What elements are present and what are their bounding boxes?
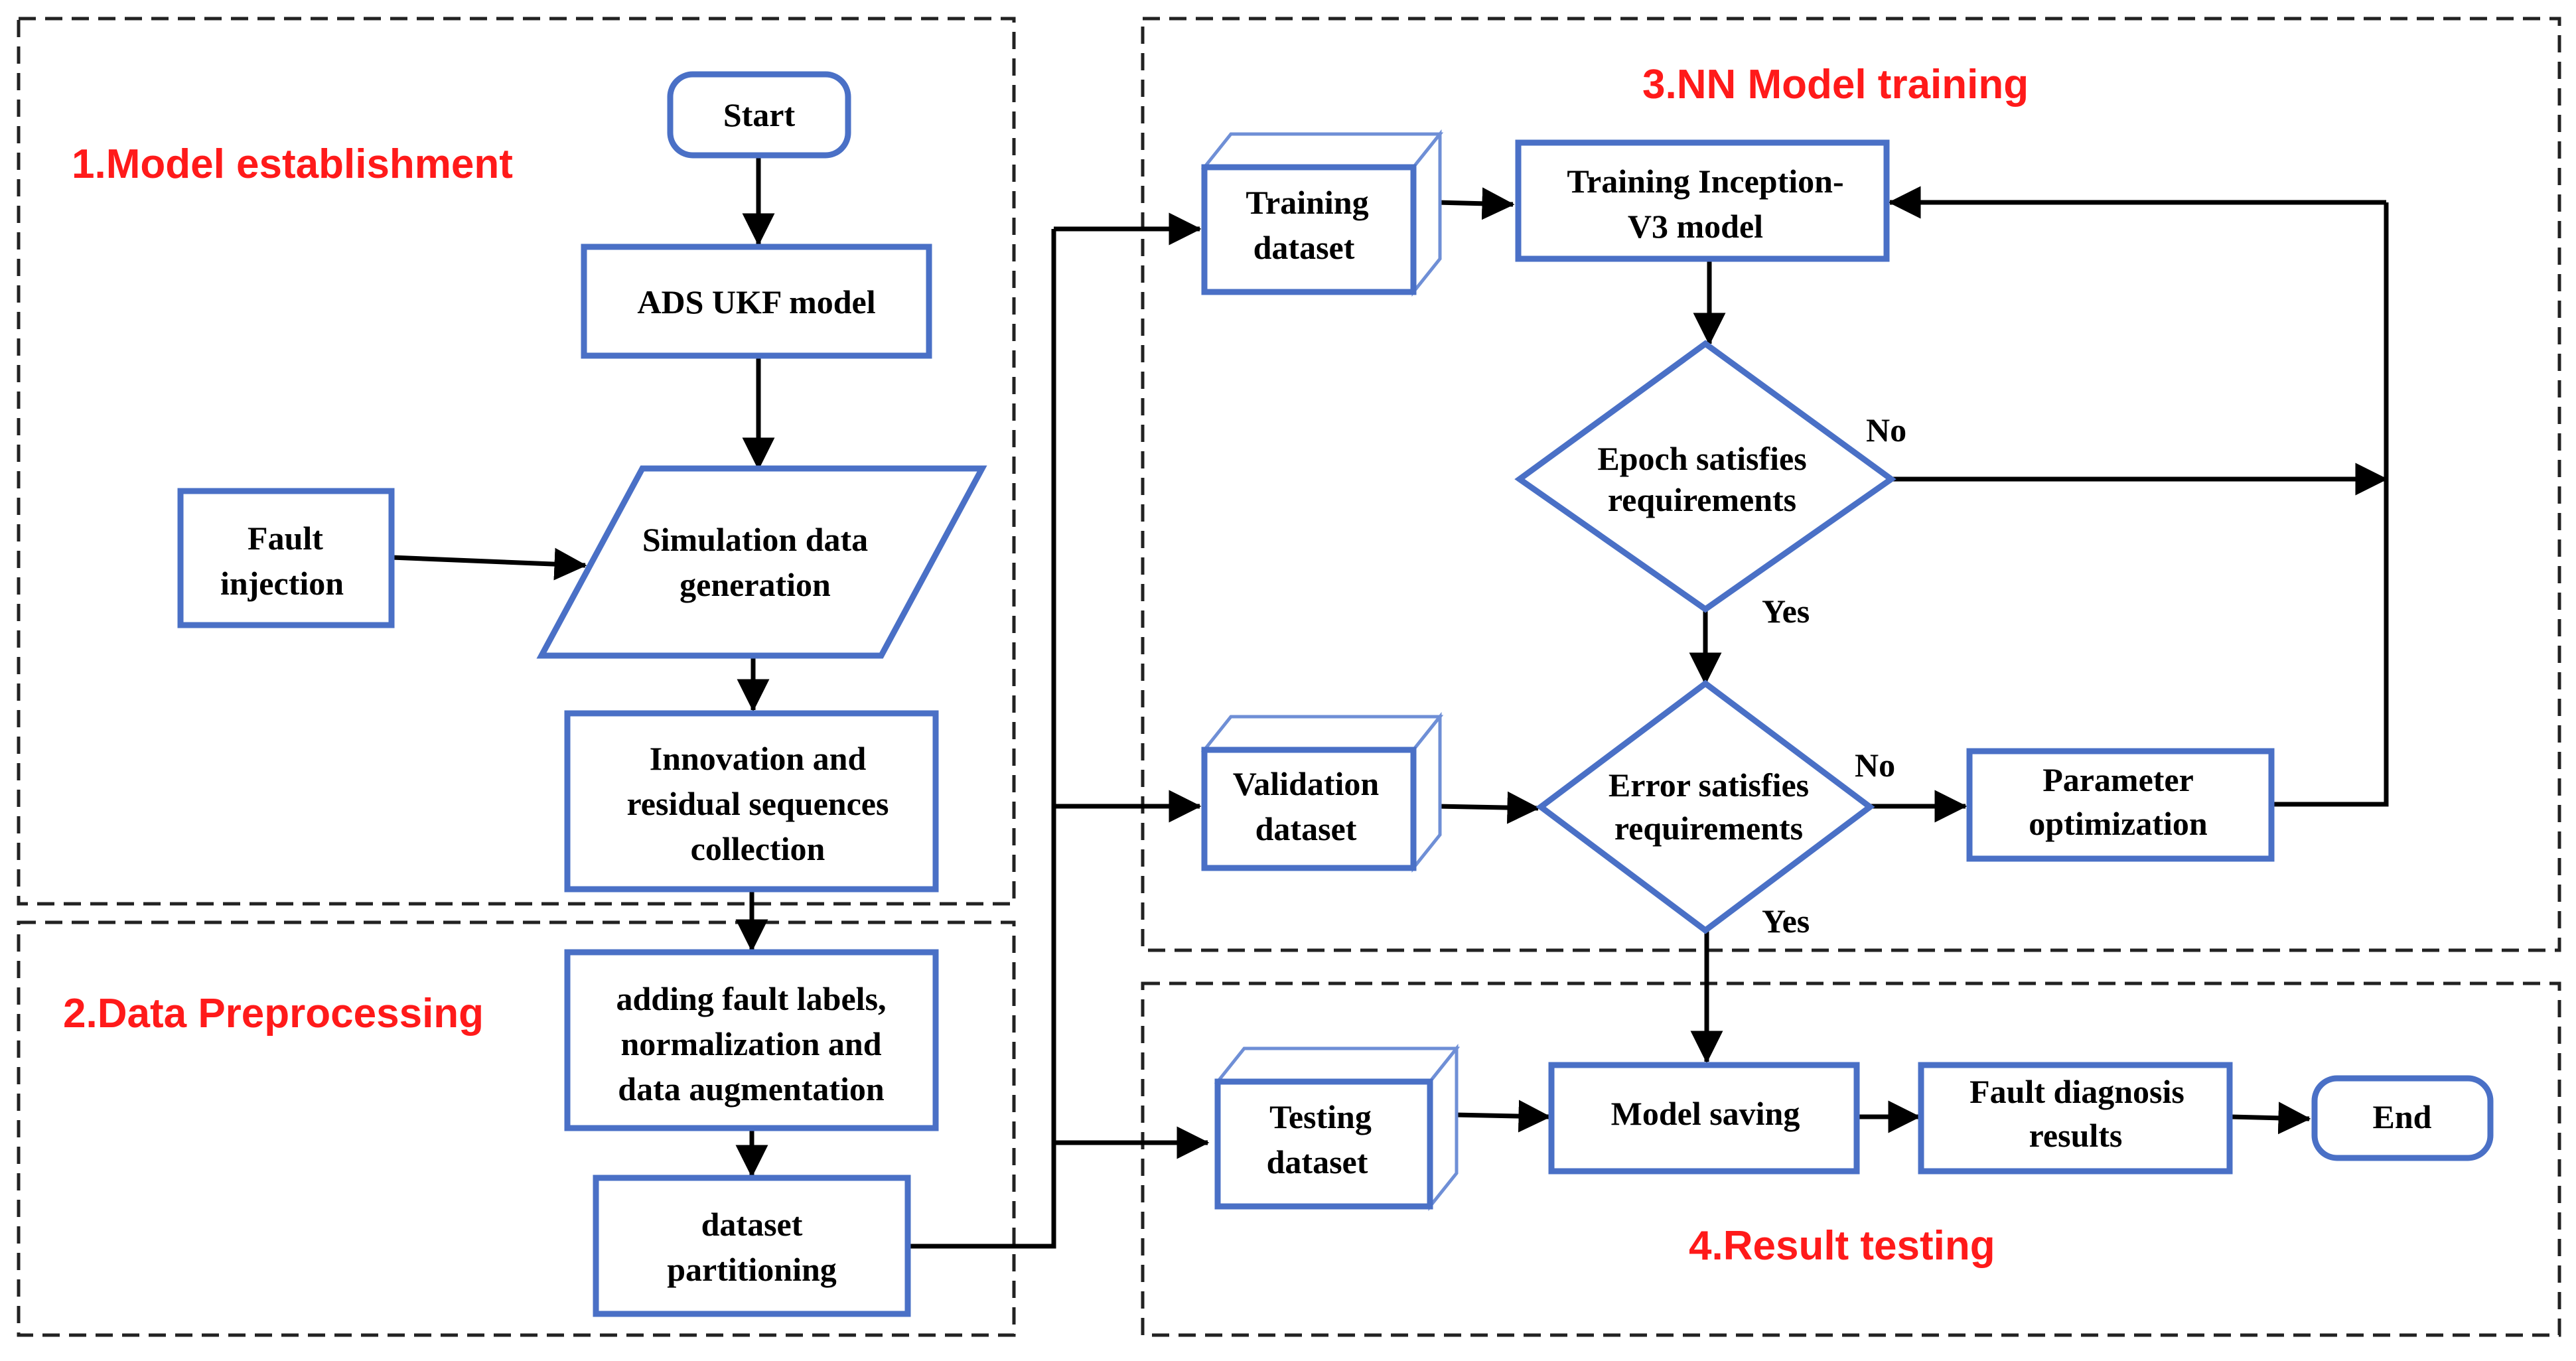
node-testing-dataset-line1: Testing [1269, 1098, 1372, 1135]
connectors [391, 154, 2389, 1249]
section-frame-result-testing [1141, 981, 2561, 1337]
node-parameter-optimization: Parameter optimization [1966, 748, 2275, 862]
node-partition-line1: dataset [701, 1206, 803, 1243]
node-end: End [2311, 1075, 2494, 1161]
arrow-fault-to-simulation [391, 547, 587, 581]
node-training-dataset: Training dataset [1200, 129, 1444, 297]
section-frame-model-establishment [17, 17, 1016, 906]
node-fault-diagnosis-results: Fault diagnosis results [1918, 1062, 2233, 1175]
node-end-label: End [2373, 1098, 2432, 1135]
line-feedback-rail [2273, 202, 2389, 807]
node-innovation-line2: residual sequences [627, 785, 889, 822]
node-ads-ukf-model: ADS UKF model [581, 244, 932, 359]
node-preprocess-line2: normalization and [620, 1025, 881, 1062]
node-preprocessing-steps: adding fault labels, normalization and d… [564, 949, 939, 1131]
node-model-saving-label: Model saving [1611, 1095, 1800, 1132]
branch-label-epoch-no: No [1866, 411, 1906, 449]
node-simulation-line1: Simulation data [642, 521, 868, 558]
node-fault-injection: Fault injection [177, 488, 395, 628]
node-validation-dataset-line1: Validation [1233, 765, 1380, 802]
node-error-line1: Error satisfies [1609, 766, 1809, 804]
node-epoch-line1: Epoch satisfies [1597, 440, 1806, 477]
node-training-model-line1: Training Inception- [1567, 163, 1843, 200]
node-simulation-line2: generation [680, 566, 831, 603]
section-frame-data-preprocessing [17, 920, 1016, 1337]
section-title-model-establishment: 1.Model establishment [72, 141, 513, 187]
node-error-line2: requirements [1614, 810, 1803, 847]
node-preprocess-line3: data augmentation [618, 1070, 885, 1108]
node-fault-injection-line2: injection [220, 565, 344, 602]
node-innovation-line1: Innovation and [650, 740, 867, 777]
node-dataset-partitioning: dataset partitioning [593, 1175, 911, 1317]
node-error-decision: Error satisfies requirements [1536, 680, 1875, 934]
node-epoch-decision: Epoch satisfies requirements [1514, 340, 1896, 613]
section-title-data-preprocessing: 2.Data Preprocessing [63, 991, 484, 1037]
node-training-dataset-line1: Training [1246, 184, 1368, 221]
branch-label-epoch-yes: Yes [1762, 593, 1810, 630]
node-fault-results-line1: Fault diagnosis [1969, 1073, 2184, 1110]
node-partition-line2: partitioning [667, 1251, 837, 1288]
arrow-results-to-end [2230, 1102, 2311, 1135]
node-model-saving: Model saving [1548, 1062, 1860, 1175]
node-ads-ukf-label: ADS UKF model [637, 283, 875, 321]
node-training-model: Training Inception- V3 model [1515, 139, 1890, 262]
node-testing-dataset: Testing dataset [1214, 1043, 1461, 1212]
arrow-training-dataset-to-model [1436, 187, 1515, 220]
node-fault-injection-line1: Fault [248, 520, 323, 557]
node-innovation-line3: collection [691, 830, 825, 867]
node-simulation-data-generation: Simulation data generation [536, 465, 987, 659]
branch-label-error-no: No [1855, 747, 1895, 784]
node-validation-dataset-line2: dataset [1255, 810, 1357, 847]
section-title-nn-training: 3.NN Model training [1642, 62, 2029, 107]
section-frame-nn-training [1141, 17, 2561, 952]
node-param-line1: Parameter [2042, 761, 2194, 798]
node-preprocess-line1: adding fault labels, [616, 980, 886, 1017]
node-epoch-line2: requirements [1608, 481, 1796, 518]
node-start-label: Start [723, 96, 796, 133]
node-start: Start [667, 71, 851, 159]
line-partition-to-trunk [909, 229, 1056, 1249]
node-training-model-line2: V3 model [1628, 208, 1763, 245]
arrow-validation-to-error [1436, 791, 1540, 824]
node-training-dataset-line2: dataset [1253, 229, 1355, 266]
node-testing-dataset-line2: dataset [1267, 1143, 1368, 1181]
node-validation-dataset: Validation dataset [1200, 711, 1444, 873]
node-innovation-collection: Innovation and residual sequences collec… [564, 710, 939, 893]
node-fault-results-line2: results [2029, 1117, 2123, 1154]
node-param-line2: optimization [2029, 805, 2208, 842]
branch-label-error-yes: Yes [1762, 902, 1810, 940]
section-title-result-testing: 4.Result testing [1689, 1223, 1995, 1269]
arrow-testing-to-saving [1454, 1100, 1551, 1133]
